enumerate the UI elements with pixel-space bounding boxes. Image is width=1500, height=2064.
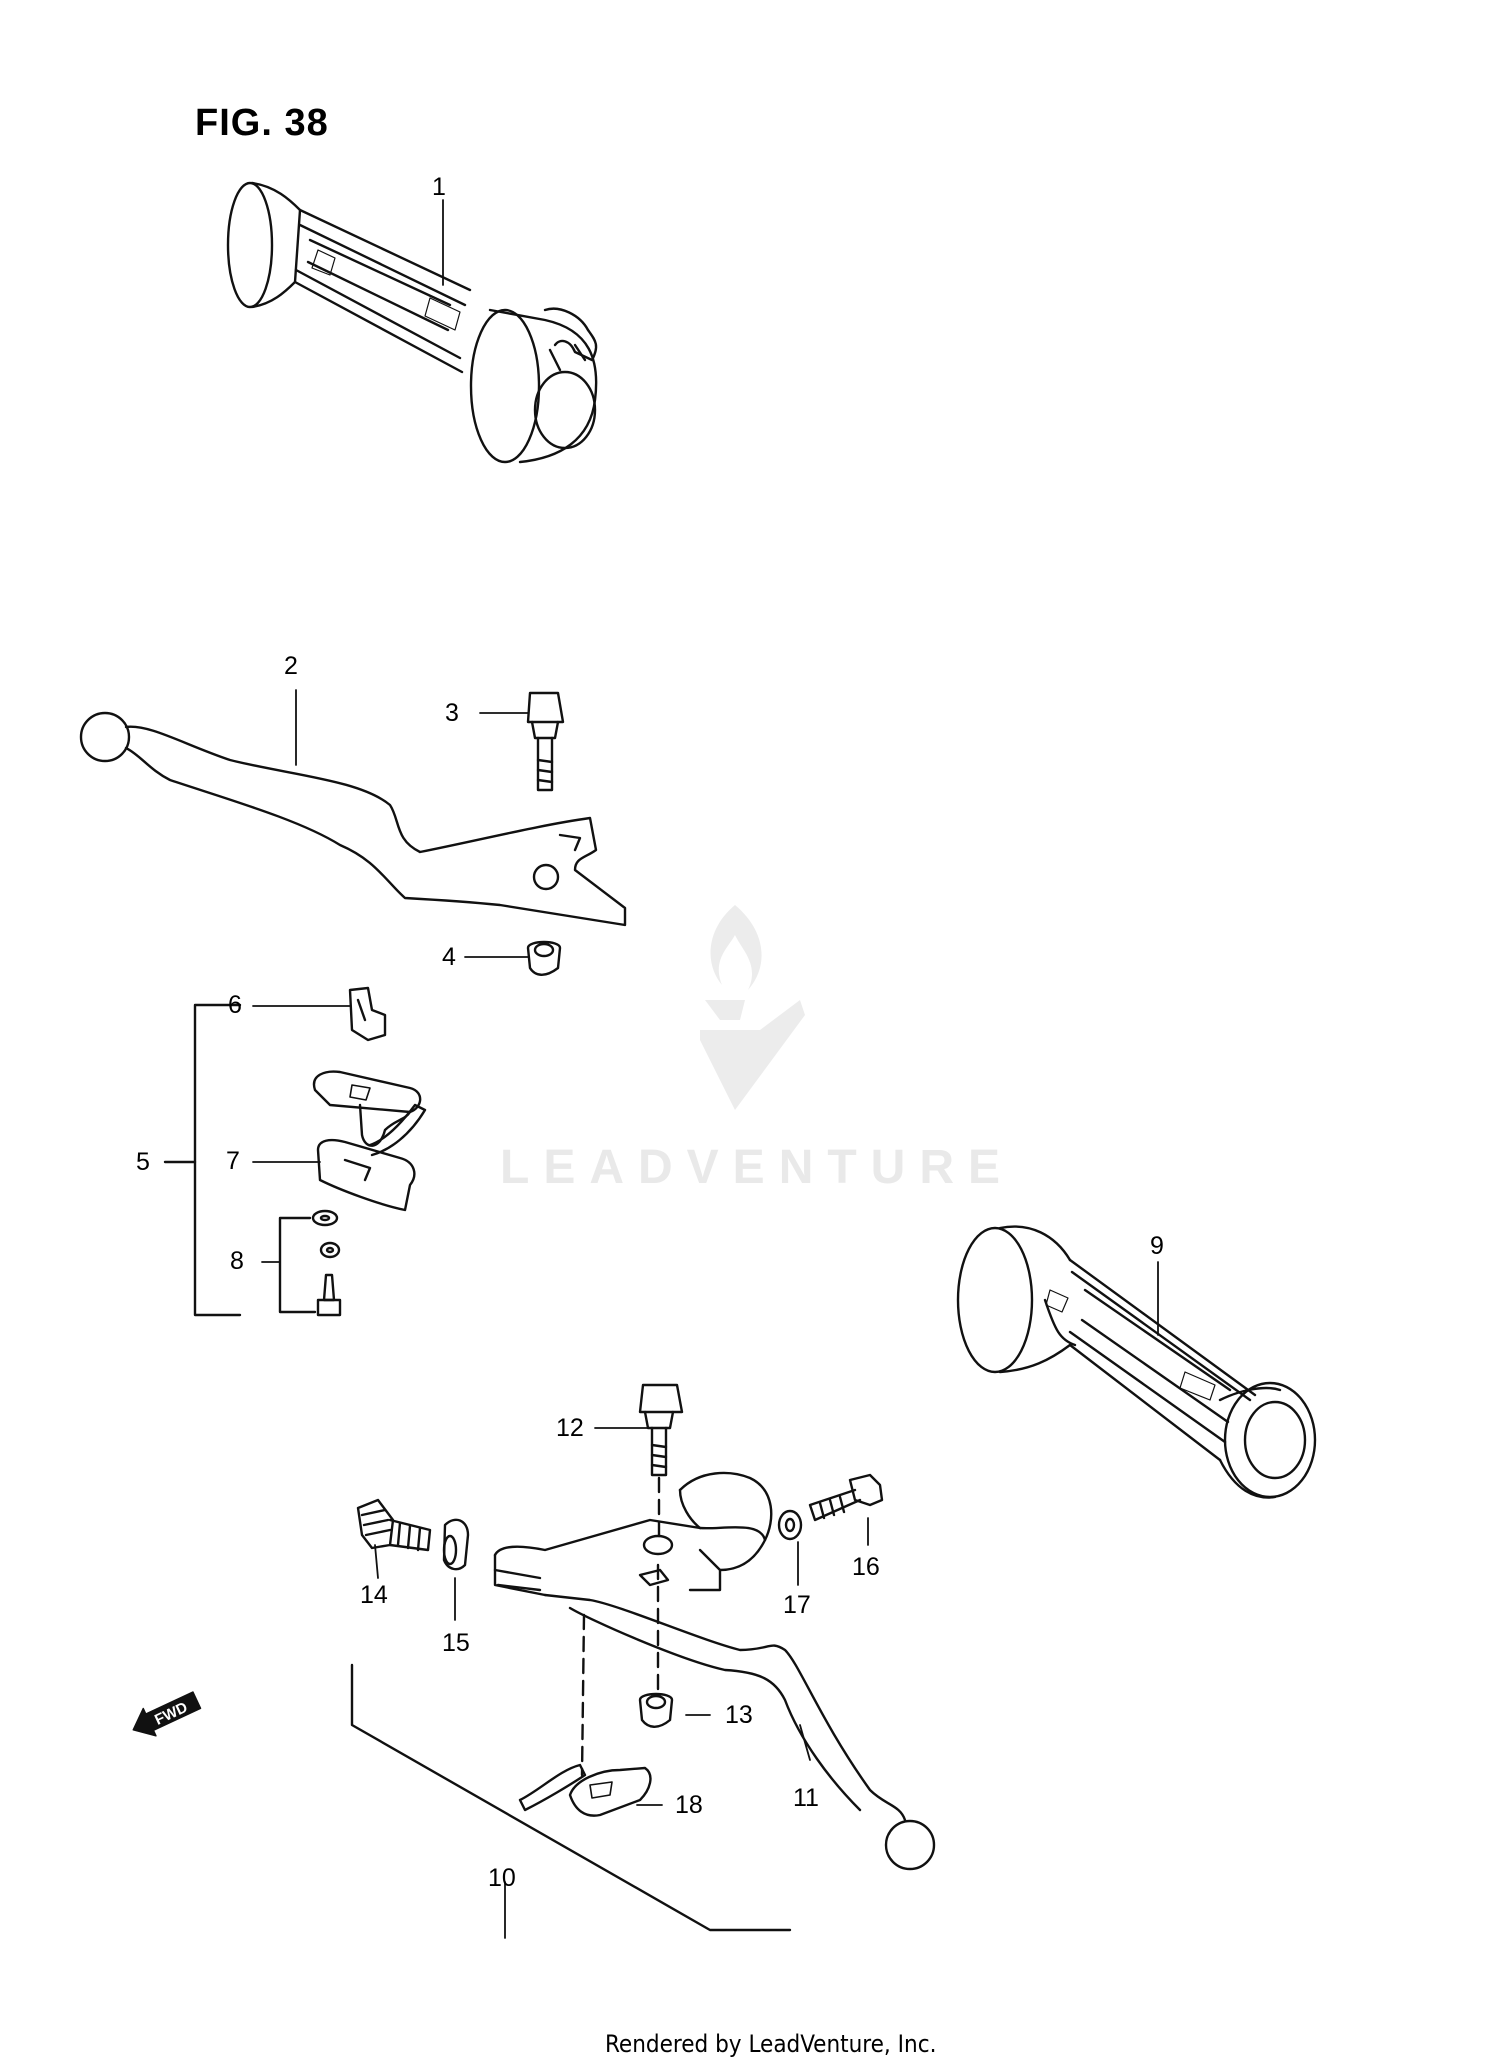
locknut-part-15 [442, 1518, 470, 1571]
group-bracket-part-10 [350, 1663, 792, 1932]
figure-title: FIG. 38 [195, 102, 329, 144]
callout-2[interactable]: 2 [284, 652, 298, 680]
bolt-part-16 [808, 1473, 884, 1522]
footer-credit: Rendered by LeadVenture, Inc. [605, 2030, 937, 2058]
forward-arrow: FWD [132, 1691, 202, 1737]
adjuster-part-14 [356, 1498, 432, 1552]
callout-4[interactable]: 4 [442, 943, 456, 971]
watermark-logo [700, 905, 805, 1110]
callout-11[interactable]: 11 [793, 1784, 819, 1812]
grip-left-part-1 [226, 181, 598, 464]
group-bracket-part-5 [163, 1003, 242, 1317]
callout-5[interactable]: 5 [136, 1148, 150, 1176]
callout-14[interactable]: 14 [360, 1581, 388, 1609]
switch-plate [312, 1070, 427, 1157]
switch-part-18 [518, 1763, 652, 1817]
callout-10[interactable]: 10 [488, 1864, 516, 1892]
callout-13[interactable]: 13 [725, 1701, 753, 1729]
pivot-bolt-part-12 [638, 1383, 684, 1477]
callout-6[interactable]: 6 [228, 991, 242, 1019]
alignment-lines [580, 1476, 661, 1777]
callout-17[interactable]: 17 [783, 1591, 811, 1619]
nut-part-13 [638, 1692, 674, 1728]
callout-16[interactable]: 16 [852, 1553, 880, 1581]
watermark-text: LEADVENTURE [500, 1141, 1015, 1194]
callout-9[interactable]: 9 [1150, 1232, 1164, 1260]
callout-12[interactable]: 12 [556, 1414, 584, 1442]
group-bracket-part-8 [278, 1216, 317, 1314]
switch-body-part-7 [316, 1138, 416, 1212]
switch-clip-part-6 [348, 986, 387, 1042]
callout-3[interactable]: 3 [445, 699, 459, 727]
lever-holder-part-11 [493, 1471, 936, 1871]
washer-part-17 [777, 1509, 803, 1541]
callout-18[interactable]: 18 [675, 1791, 703, 1819]
screw-set-part-8 [311, 1209, 342, 1317]
leader-lines [252, 199, 1159, 1939]
lever-part-2 [79, 711, 627, 927]
callout-15[interactable]: 15 [442, 1629, 470, 1657]
nut-part-4 [526, 940, 562, 976]
callout-7[interactable]: 7 [226, 1147, 240, 1175]
pivot-bolt-part-3 [526, 691, 565, 792]
grip-right-part-9 [956, 1225, 1317, 1499]
callout-8[interactable]: 8 [230, 1247, 244, 1275]
callout-1[interactable]: 1 [432, 173, 446, 201]
